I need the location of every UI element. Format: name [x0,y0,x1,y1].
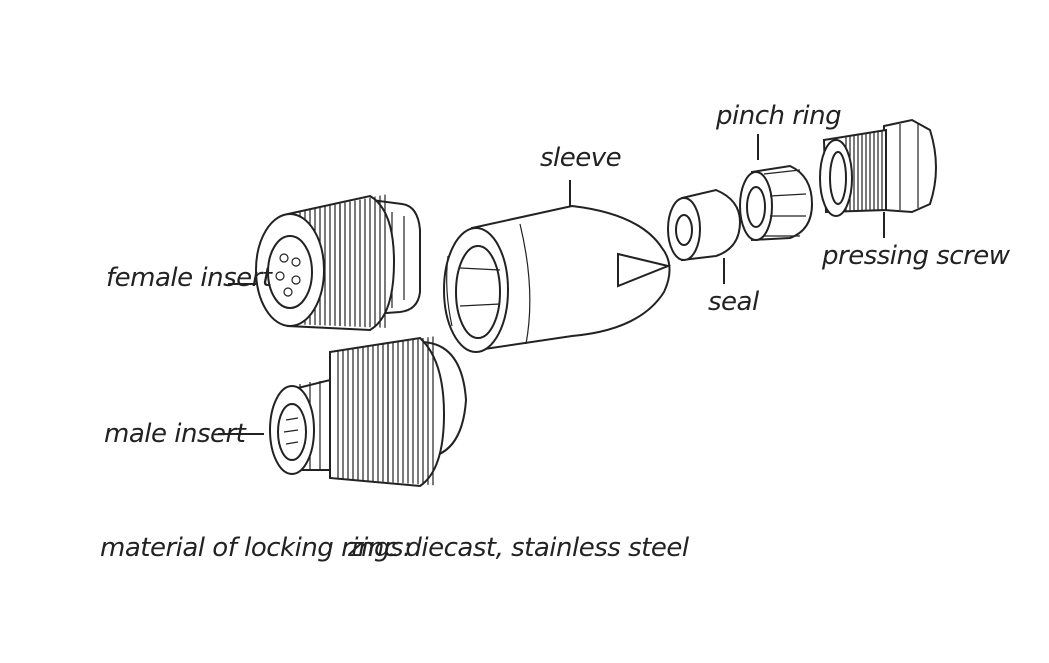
label-pinch-ring: pinch ring [715,101,841,131]
material-value: zinc diecast, stainless steel [347,533,690,563]
male-insert-part [269,336,468,488]
label-pressing-screw: pressing screw [821,241,1011,271]
label-sleeve: sleeve [540,143,621,173]
sleeve-part [443,204,672,353]
pressing-screw-part [819,118,937,217]
label-female-insert: female insert [106,263,273,293]
pinch-ring-part [739,164,814,242]
label-seal: seal [708,287,760,317]
seal-part [667,188,742,262]
female-insert-part [255,194,421,332]
label-male-insert: male insert [104,419,247,449]
material-label: material of locking rings: [100,533,411,563]
